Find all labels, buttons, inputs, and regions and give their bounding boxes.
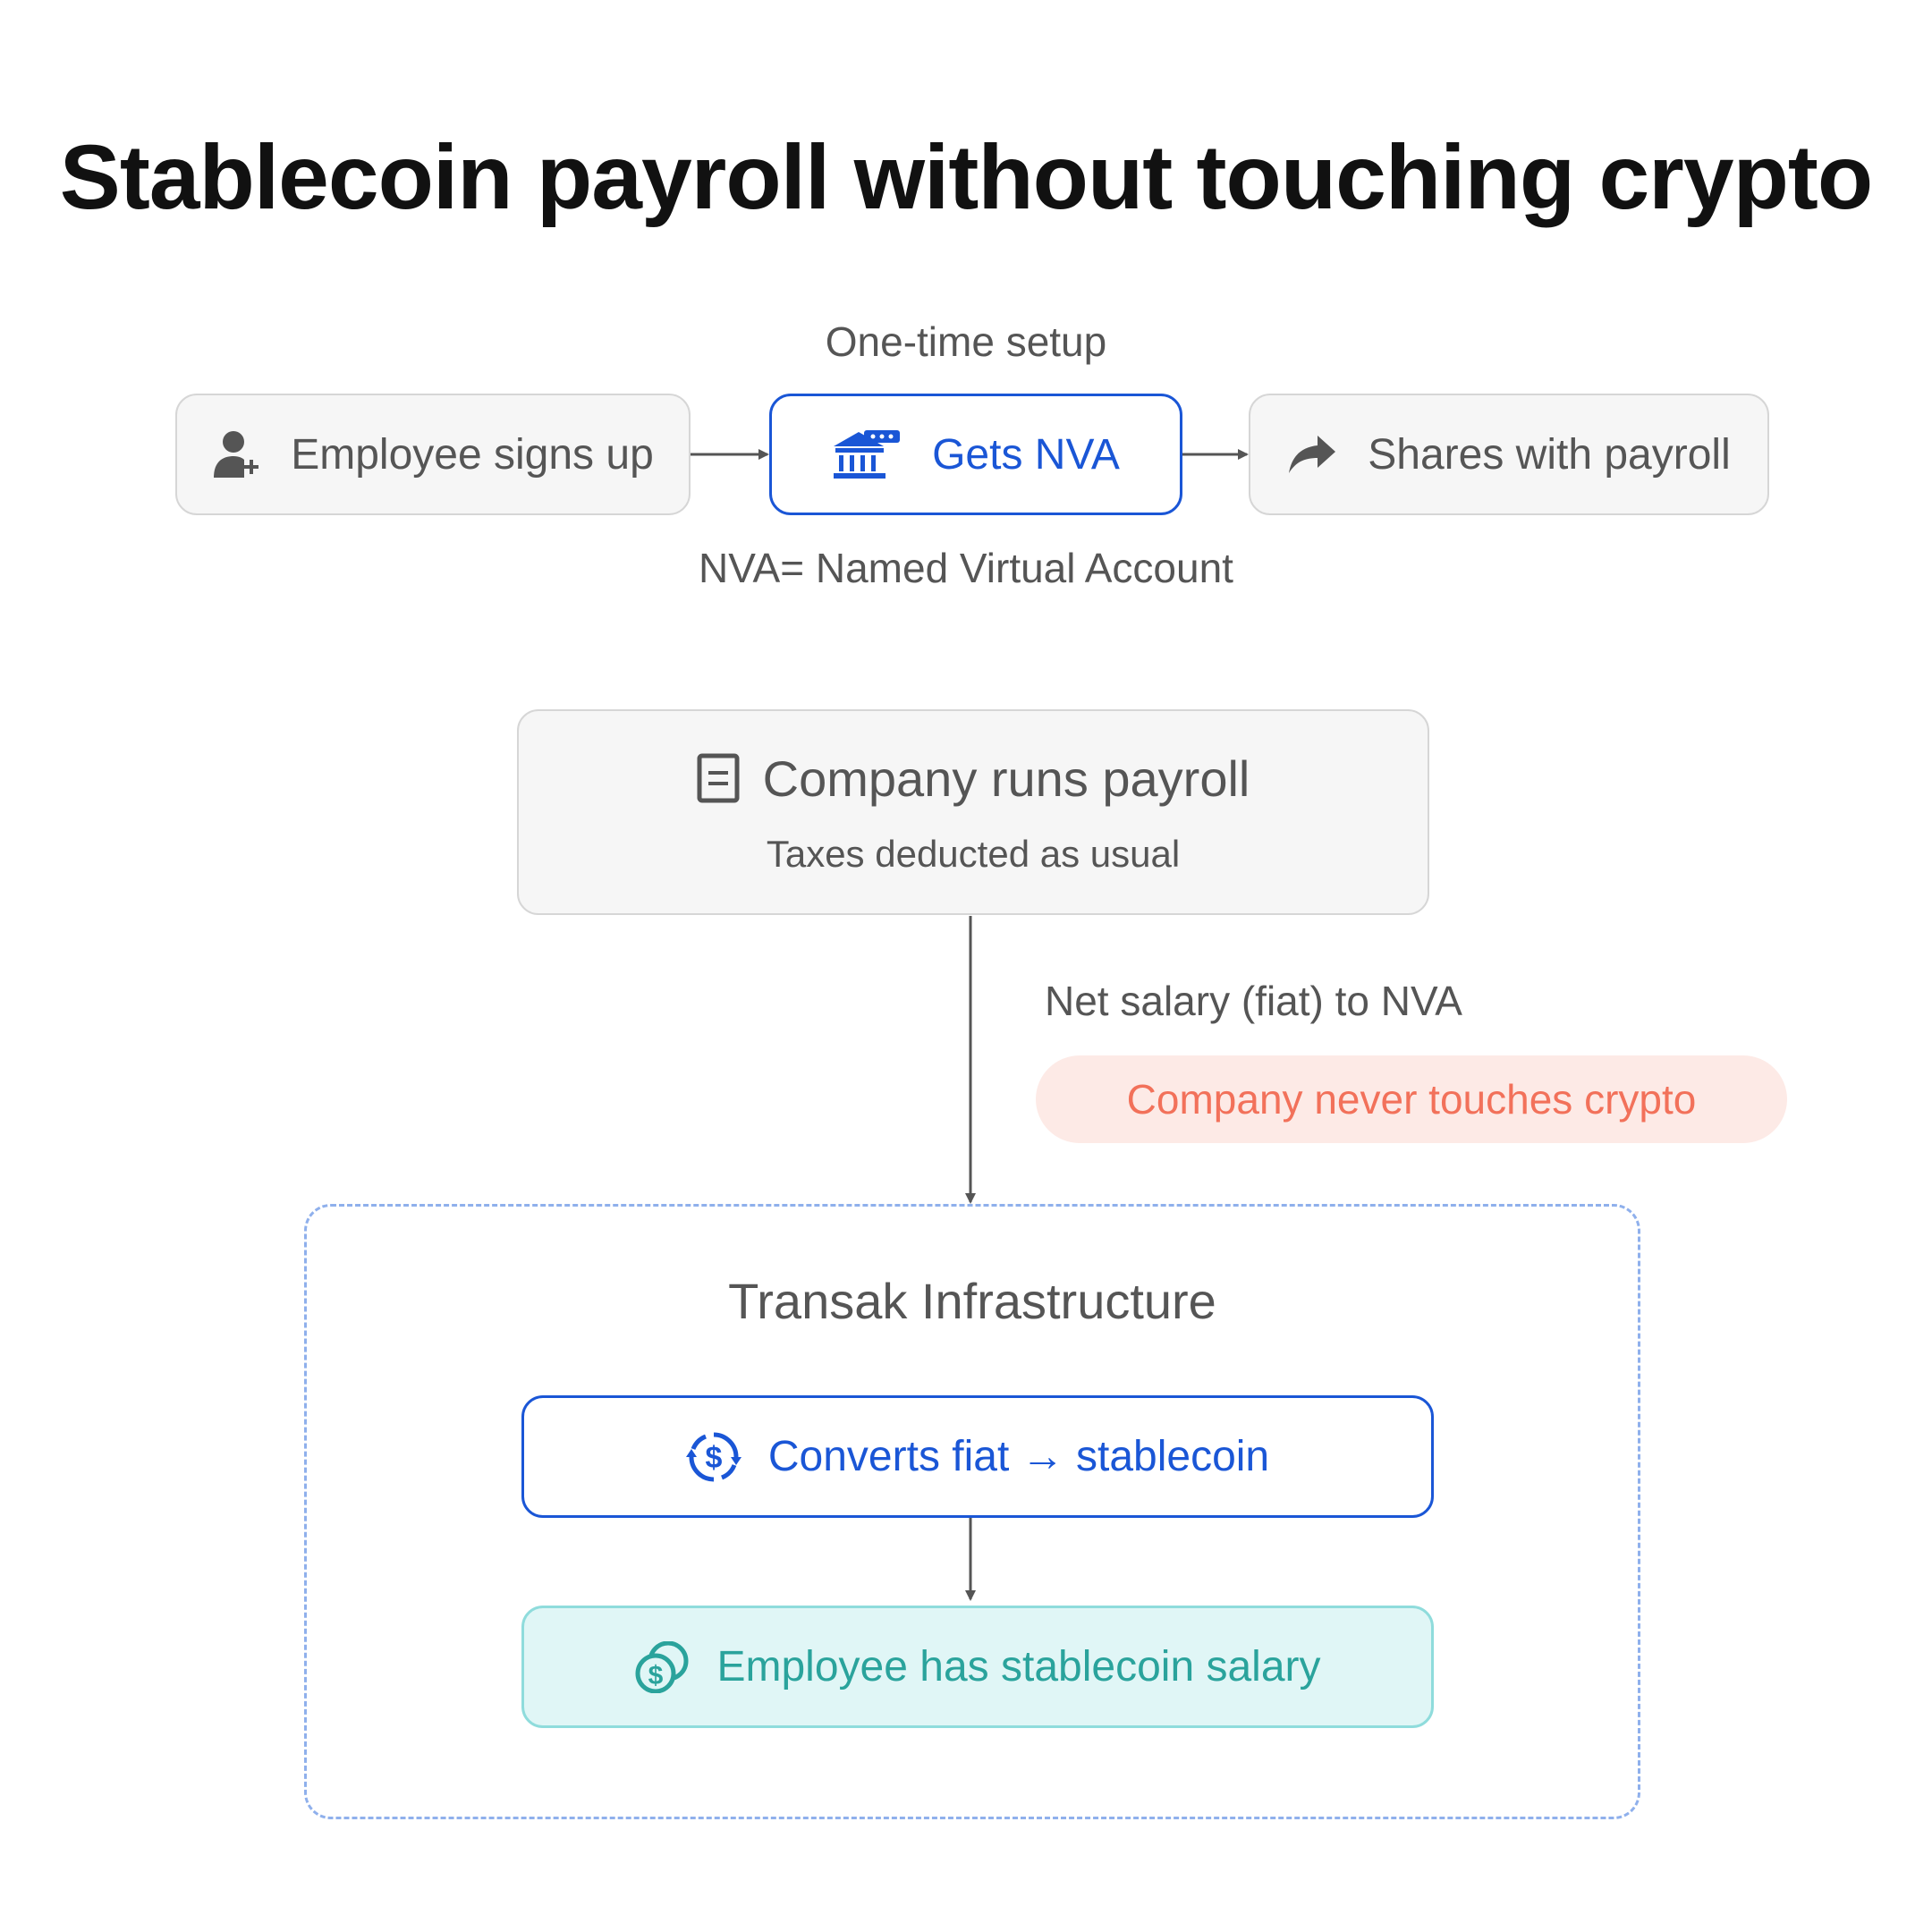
convert-box: $ Converts fiat → stablecoin — [521, 1395, 1434, 1518]
infrastructure-container — [304, 1204, 1640, 1819]
step-shares-with-payroll: Shares with payroll — [1249, 394, 1769, 515]
step-employee-signs-up: Employee signs up — [175, 394, 691, 515]
setup-heading: One-time setup — [825, 318, 1107, 365]
infrastructure-title: Transak Infrastructure — [728, 1273, 1216, 1329]
share-arrow-icon — [1287, 434, 1337, 475]
step-label: Shares with payroll — [1368, 430, 1731, 479]
step-label: Gets NVA — [932, 430, 1120, 479]
no-crypto-badge: Company never touches crypto — [1036, 1055, 1787, 1143]
bank-icon — [832, 428, 902, 480]
result-label: Employee has stablecoin salary — [716, 1643, 1321, 1690]
result-box: $ Employee has stablecoin salary — [521, 1606, 1434, 1728]
currency-exchange-icon: $ — [685, 1429, 741, 1485]
step-label: Employee signs up — [291, 430, 654, 479]
page-title: Stablecoin payroll without touching cryp… — [59, 126, 1873, 228]
payroll-subtitle: Taxes deducted as usual — [766, 832, 1181, 875]
payroll-box: Company runs payroll Taxes deducted as u… — [517, 709, 1429, 915]
nva-footnote: NVA= Named Virtual Account — [699, 545, 1233, 591]
convert-label: Converts fiat → stablecoin — [767, 1433, 1270, 1480]
svg-text:$: $ — [648, 1661, 664, 1690]
svg-text:$: $ — [705, 1441, 722, 1475]
step-gets-nva: Gets NVA — [769, 394, 1182, 515]
person-add-icon — [212, 429, 260, 479]
document-icon — [697, 753, 740, 803]
transfer-label: Net salary (fiat) to NVA — [1045, 978, 1462, 1024]
coins-icon: $ — [634, 1640, 690, 1693]
payroll-title: Company runs payroll — [762, 750, 1250, 807]
